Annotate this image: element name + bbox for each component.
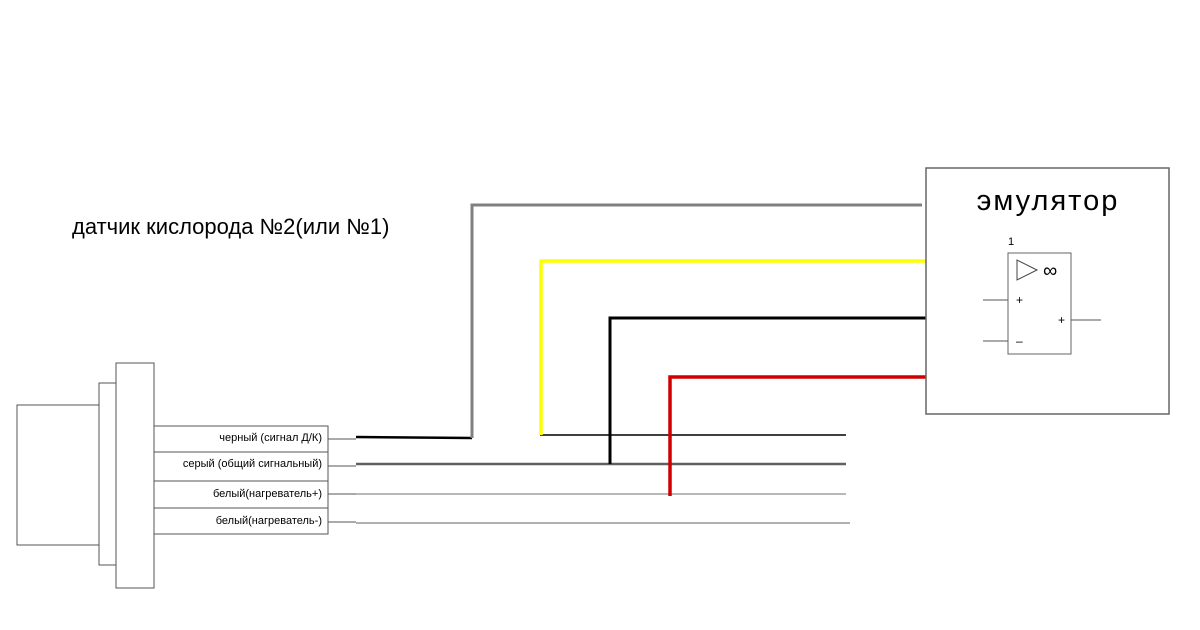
emulator-label: эмулятор [977, 185, 1120, 217]
wire-yellow [539, 259, 926, 435]
opamp-output-plus: + [1058, 313, 1065, 327]
opamp-box [1007, 252, 1072, 355]
connector-flange-inner [98, 382, 117, 566]
opamp-input-plus: + [1016, 293, 1023, 307]
oxygen-sensor-connector [16, 362, 329, 589]
infinity-icon: ∞ [1043, 260, 1057, 282]
connector-plug-body [16, 404, 100, 546]
connector-flange-outer [115, 362, 155, 589]
wire-red [668, 375, 926, 496]
pin-label-heater-plus: белый(нагреватель+) [213, 488, 322, 500]
wire-gray [470, 203, 922, 438]
opamp-input-minus: – [1016, 334, 1023, 348]
connector-pin-block [153, 425, 329, 535]
pin-label-signal: черный (сигнал Д/К) [219, 432, 322, 444]
pin-label-heater-minus: белый(нагреватель-) [216, 515, 322, 527]
wire-black [608, 316, 926, 464]
wire-black-signal-lead [355, 435, 473, 440]
diagram-title: датчик кислорода №2(или №1) [72, 214, 389, 239]
pin-label-signal-ground: серый (общий сигнальный) [183, 458, 322, 470]
component-number: 1 [1008, 236, 1014, 248]
opamp-triangle-icon [1016, 259, 1039, 281]
